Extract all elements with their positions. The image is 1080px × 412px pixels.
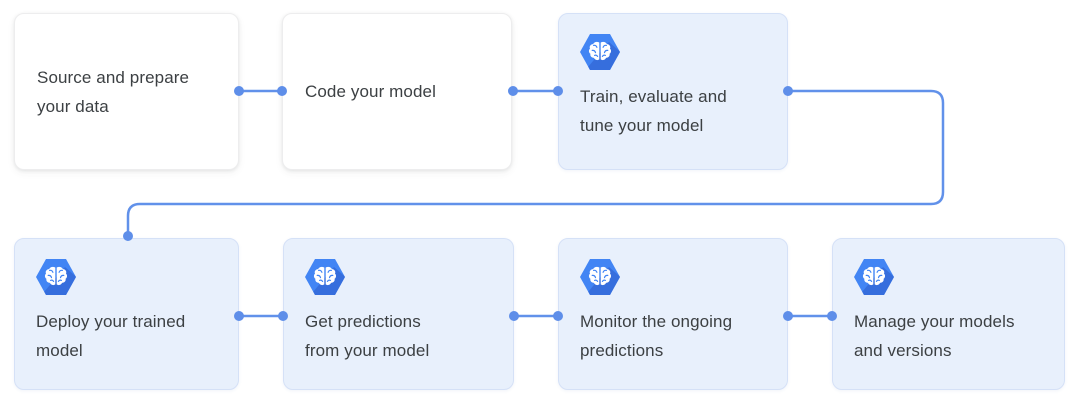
step-label-line: Train, evaluate and [580,87,727,106]
step-card-deploy-model: Deploy your trained model [14,238,239,390]
connector-code-to-train [508,86,563,96]
ml-engine-icon [580,34,620,70]
ml-engine-icon [854,259,894,295]
step-label-line: from your model [305,341,430,360]
step-label-line: Monitor the ongoing [580,312,733,331]
step-label: Code your model [305,77,495,106]
connector-train-to-deploy-elbow [123,86,945,241]
step-label-line: predictions [580,341,664,360]
step-label-line: your data [37,96,109,116]
step-label-line: Deploy your trained [36,312,186,331]
step-card-code-model: Code your model [282,13,512,170]
step-label-line: model [36,341,83,360]
step-label-line: Code your model [305,82,436,101]
step-label-line: Get predictions [305,312,421,331]
connector-deploy-to-predictions [234,311,288,321]
step-label: Monitor the ongoing predictions [580,307,771,365]
step-card-monitor-predictions: Monitor the ongoing predictions [558,238,788,390]
step-label: Get predictions from your model [305,307,497,365]
step-label: Train, evaluate and tune your model [580,82,771,140]
step-label-line: Manage your models [854,312,1015,331]
ml-engine-icon [580,259,620,295]
ml-engine-icon [305,259,345,295]
step-label: Manage your models and versions [854,307,1048,365]
connector-source-to-code [234,86,287,96]
ml-engine-icon [36,259,76,295]
step-card-train-evaluate: Train, evaluate and tune your model [558,13,788,170]
step-card-manage-models: Manage your models and versions [832,238,1065,390]
connector-predictions-to-monitor [509,311,563,321]
step-card-source-data: Source and prepare your data [14,13,239,170]
step-label: Source and prepare your data [37,63,222,121]
connector-monitor-to-manage [783,311,837,321]
step-label-line: tune your model [580,116,704,135]
step-label: Deploy your trained model [36,307,222,365]
step-card-get-predictions: Get predictions from your model [283,238,514,390]
step-label-line: and versions [854,341,952,360]
step-label-line: Source and prepare [37,67,190,87]
